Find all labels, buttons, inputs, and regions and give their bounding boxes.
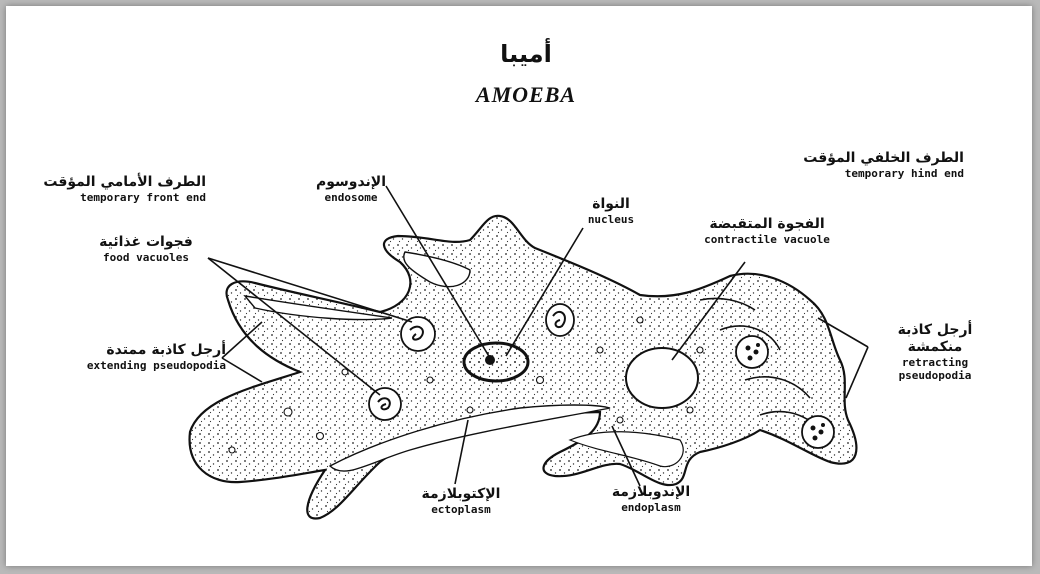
label-food-ar: فجوات غذائية — [76, 234, 216, 251]
label-front-end-en: temporary front end — [26, 191, 206, 204]
label-extending-pseudopodia: أرجل كاذبة ممتدة extending pseudopodia — [26, 342, 226, 372]
label-endoplasm: الإندوبلازمة endoplasm — [596, 484, 706, 514]
label-retracting-ar: أرجل كاذبة منكمشة — [872, 322, 998, 356]
title-english: AMOEBA — [436, 82, 616, 108]
label-food-en: food vacuoles — [76, 251, 216, 264]
food-vacuole-1 — [401, 317, 435, 351]
label-ectoplasm-ar: الإكتوبلازمة — [406, 486, 516, 503]
label-contractile-ar: الفجوة المتقبضة — [682, 216, 852, 233]
label-nucleus-ar: النواة — [566, 196, 656, 213]
contractile-vacuole — [626, 348, 698, 408]
label-hind-end-en: temporary hind end — [794, 167, 964, 180]
label-endosome: الإندوسوم endosome — [296, 174, 406, 204]
label-contractile-en: contractile vacuole — [682, 233, 852, 246]
nucleus — [464, 343, 528, 381]
label-extending-ar: أرجل كاذبة ممتدة — [26, 342, 226, 359]
label-extending-en: extending pseudopodia — [26, 359, 226, 372]
label-endosome-ar: الإندوسوم — [296, 174, 406, 191]
label-endosome-en: endosome — [296, 191, 406, 204]
food-vacuole-5 — [802, 416, 834, 448]
label-food-vacuoles: فجوات غذائية food vacuoles — [76, 234, 216, 264]
label-contractile-vacuole: الفجوة المتقبضة contractile vacuole — [682, 216, 852, 246]
label-endoplasm-en: endoplasm — [596, 501, 706, 514]
label-hind-end-ar: الطرف الخلفي المؤقت — [794, 150, 964, 167]
food-vacuole-4 — [736, 336, 768, 368]
label-nucleus: النواة nucleus — [566, 196, 656, 226]
label-nucleus-en: nucleus — [566, 213, 656, 226]
label-front-end: الطرف الأمامي المؤقت temporary front end — [26, 174, 206, 204]
label-endoplasm-ar: الإندوبلازمة — [596, 484, 706, 501]
label-retracting-pseudopodia: أرجل كاذبة منكمشة retracting pseudopodia — [872, 322, 998, 382]
title-arabic: أميبا — [466, 40, 586, 68]
diagram-frame: أميبا AMOEBA الطرف الأمامي المؤقت tempor… — [6, 6, 1032, 566]
label-hind-end: الطرف الخلفي المؤقت temporary hind end — [794, 150, 964, 180]
label-ectoplasm: الإكتوبلازمة ectoplasm — [406, 486, 516, 516]
label-ectoplasm-en: ectoplasm — [406, 503, 516, 516]
label-retracting-en: retracting pseudopodia — [872, 356, 998, 382]
label-front-end-ar: الطرف الأمامي المؤقت — [26, 174, 206, 191]
